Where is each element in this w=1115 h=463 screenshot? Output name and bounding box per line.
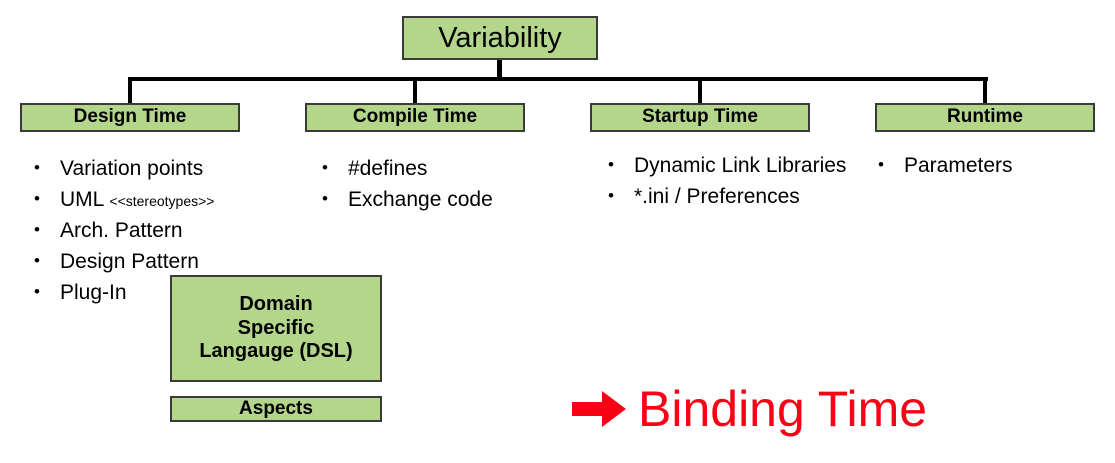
bullet-icon: • (322, 189, 328, 209)
list-item: • Variation points (34, 153, 299, 184)
list-item-label: #defines (348, 157, 428, 180)
list-item: • UML <<stereotypes>> (34, 184, 299, 215)
list-item-label: Variation points (60, 157, 204, 180)
node-compile-time-label: Compile Time (352, 106, 478, 128)
node-dsl-line-3: Langauge (DSL) (199, 340, 353, 363)
list-item: • Parameters (878, 150, 1098, 181)
list-item: • Plug-In (34, 277, 299, 308)
list-item-label: UML <<stereotypes>> (60, 184, 299, 215)
connector-root-stem (497, 60, 502, 80)
node-aspects-label: Aspects (239, 397, 313, 419)
connector-drop-startup-time (698, 77, 702, 103)
node-runtime-label: Runtime (947, 106, 1023, 128)
list-item: • *.ini / Preferences (608, 181, 858, 212)
bullet-icon: • (878, 155, 884, 174)
node-domain-specific-language: Domain Specific Langauge (DSL) (170, 275, 382, 382)
list-item-label: Exchange code (348, 188, 493, 212)
list-item: • #defines (322, 153, 572, 184)
list-item-label: Design Pattern (60, 250, 199, 274)
list-item: • Exchange code (322, 184, 572, 215)
node-compile-time: Compile Time (305, 103, 525, 132)
bullet-icon: • (608, 155, 614, 174)
connector-drop-design-time (128, 77, 132, 103)
right-arrow-icon (572, 391, 626, 427)
list-design-time: • Variation points • UML <<stereotypes>>… (34, 153, 299, 308)
bullet-icon: • (34, 220, 40, 240)
list-item-label: Arch. Pattern (60, 219, 183, 243)
node-design-time-label: Design Time (73, 106, 187, 128)
node-startup-time-label: Startup Time (642, 106, 758, 128)
list-item-label: Dynamic Link Libraries (634, 154, 847, 177)
node-variability-label: Variability (438, 21, 562, 54)
connector-horizontal-bus (128, 77, 988, 81)
connector-drop-runtime (983, 77, 987, 103)
node-runtime: Runtime (875, 103, 1095, 132)
binding-time-annotation: Binding Time (572, 384, 927, 434)
node-aspects: Aspects (170, 396, 382, 422)
bullet-icon: • (34, 251, 40, 271)
node-dsl-line-2: Specific (237, 316, 315, 339)
node-dsl-line-1: Domain (239, 293, 313, 316)
bullet-icon: • (34, 189, 40, 209)
list-item-stereotype: <<stereotypes>> (109, 193, 215, 210)
list-item-label: *.ini / Preferences (634, 185, 800, 209)
list-item-label: Parameters (904, 154, 1013, 177)
list-compile-time: • #defines • Exchange code (322, 153, 572, 215)
list-item: • Dynamic Link Libraries (608, 150, 858, 181)
node-variability: Variability (402, 16, 598, 60)
bullet-icon: • (34, 158, 40, 177)
list-item: • Arch. Pattern (34, 215, 299, 246)
list-item-text: UML (60, 188, 104, 212)
node-startup-time: Startup Time (590, 103, 810, 132)
connector-drop-compile-time (413, 77, 417, 103)
node-design-time: Design Time (20, 103, 240, 132)
list-item-label: Plug-In (60, 281, 127, 305)
bullet-icon: • (322, 158, 328, 177)
list-runtime: • Parameters (878, 150, 1098, 181)
bullet-icon: • (34, 282, 40, 302)
list-item: • Design Pattern (34, 246, 299, 277)
bullet-icon: • (608, 186, 614, 206)
list-startup-time: • Dynamic Link Libraries • *.ini / Prefe… (608, 150, 858, 212)
binding-time-label: Binding Time (638, 381, 928, 437)
